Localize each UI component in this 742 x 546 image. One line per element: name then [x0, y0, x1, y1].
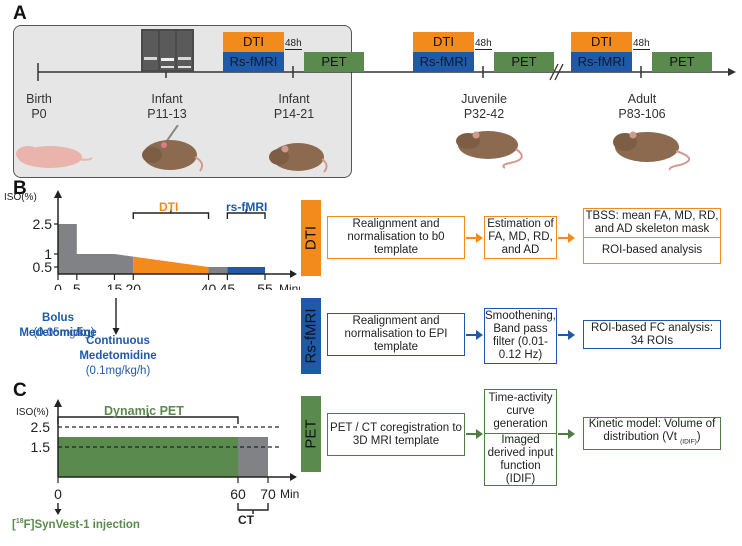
injection-arrowhead	[54, 509, 62, 515]
timepoint-label-adult: Adult P83-106	[618, 92, 666, 121]
x-tick-label: 45	[220, 281, 236, 290]
rsfmri-bracket-label: rs-fMRI	[226, 200, 268, 214]
dti-step-estimation: Estimation of FA, MD, RD, and AD	[484, 216, 557, 259]
x-tick-label: 0	[54, 486, 62, 502]
dynamic-pet-label: Dynamic PET	[104, 404, 184, 418]
continuous-dose-label: (0.1mg/kg/h)	[85, 365, 151, 377]
scan-block-rsfmri: Rs-fMRI	[571, 52, 632, 72]
bar-segment-ct	[238, 437, 268, 477]
ct-bracket	[237, 503, 269, 514]
x-axis-label: Minutes	[280, 487, 300, 501]
flow-arrow	[466, 330, 483, 340]
x-axis-label: Minutes	[279, 282, 300, 290]
pup-icon	[16, 146, 93, 168]
y-tick-label: 2.5	[31, 419, 51, 435]
x-axis-arrowhead	[290, 473, 297, 481]
y-tick-label: 2.5	[33, 216, 53, 232]
pet-step-tac: Time-activity curve generation	[484, 389, 557, 434]
rsfmri-final-roi-fc: ROI-based FC analysis: 34 ROIs	[583, 320, 721, 349]
scan-block-dti: DTI	[571, 32, 632, 52]
scan-block-dti: DTI	[223, 32, 284, 52]
timepoint-label-infant-2: Infant P14-21	[273, 92, 315, 121]
y-axis-label: ISO(%)	[4, 192, 37, 203]
x-tick-label: 5	[73, 281, 81, 290]
y-axis-arrowhead	[54, 399, 62, 407]
timepoint-label-infant-1: Infant P11-13	[147, 92, 187, 121]
scan-block-pet: PET	[494, 52, 554, 72]
x-tick-label: 15	[107, 281, 123, 290]
x-tick-label: 60	[230, 486, 246, 502]
area-segment-induction	[58, 224, 134, 274]
interval-label: 48h	[285, 38, 302, 50]
timeline-arrowhead	[728, 68, 736, 76]
pipeline-label-dti: DTI	[301, 200, 321, 276]
x-tick-label: 40	[201, 281, 217, 290]
x-tick-label: 70	[260, 486, 276, 502]
pet-step-idif: Imaged derived input function (IDIF)	[484, 433, 557, 486]
area-segment-rsfmri	[227, 267, 265, 274]
y-tick-label: 0.5	[33, 259, 53, 275]
scan-block-pet: PET	[652, 52, 712, 72]
y-axis-arrowhead	[54, 190, 62, 198]
scan-block-dti: DTI	[413, 32, 474, 52]
gel-electrophoresis-image	[141, 29, 194, 72]
dynamic-pet-bracket	[57, 413, 239, 424]
flow-arrow	[466, 233, 483, 243]
panel-c-letter: C	[13, 380, 27, 401]
bolus-medetomidine-label: Bolus Medetomidine	[19, 312, 97, 339]
axis-break-icon	[549, 63, 559, 81]
x-tick-label: 55	[257, 281, 273, 290]
x-tick-label: 0	[54, 281, 62, 290]
y-tick-label: 1	[44, 246, 52, 262]
timepoint-label-juvenile: Juvenile P32-42	[461, 92, 507, 121]
pipeline-label-pet: PET	[301, 396, 321, 472]
pet-final-kinetic-model: Kinetic model: Volume of distribution (V…	[583, 417, 721, 450]
injected-mouse-icon	[142, 125, 204, 172]
adult-mouse-icon	[613, 131, 690, 171]
pet-step-coregistration: PET / CT coregistration to 3D MRI templa…	[327, 413, 465, 456]
bar-segment-dynamicpet	[58, 437, 238, 477]
dti-bracket-label: DTI	[159, 200, 179, 214]
timeline-axis	[37, 29, 736, 81]
panel-b-letter: B	[13, 178, 27, 199]
continuous-label-2: Medetomidine	[79, 350, 157, 362]
dti-final-tbss: TBSS: mean FA, MD, RD, and AD skeleton m…	[583, 208, 721, 238]
bolus-dose-label: (0.05mg/kg)	[33, 327, 95, 339]
area-segment-dti	[133, 256, 209, 274]
scan-block-rsfmri: Rs-fMRI	[223, 52, 284, 72]
rsfmri-step-filter: Smoothening, Band pass filter (0.01-0.12…	[484, 308, 557, 364]
x-axis-arrowhead	[290, 270, 297, 278]
area-segment-gap	[208, 267, 228, 274]
dti-final-roi: ROI-based analysis	[583, 237, 721, 264]
interval-label: 48h	[633, 38, 650, 50]
pipeline-label-rsfmri: Rs-fMRI	[301, 298, 321, 374]
ct-label: CT	[238, 513, 254, 527]
y-axis-label: ISO(%)	[16, 407, 49, 418]
dti-step-realignment: Realignment and normalisation to b0 temp…	[327, 216, 465, 259]
scan-block-pet: PET	[304, 52, 364, 72]
juvenile-mouse-icon	[456, 131, 523, 169]
flow-arrow	[466, 429, 483, 439]
animal-illustrations	[16, 125, 690, 173]
continuous-label-1: Continuous	[86, 335, 150, 347]
timepoint-label-birth: Birth P0	[26, 92, 52, 121]
interval-label: 48h	[475, 38, 492, 50]
flow-arrow	[558, 233, 575, 243]
flow-arrow	[558, 429, 575, 439]
anesthesia-chart-pet: ISO(%) 1.5 2.5 0 60 70 Minutes	[16, 399, 300, 515]
y-tick-label: 1.5	[31, 439, 51, 455]
injection-label: [18F]SynVest-1 injection	[12, 518, 140, 531]
x-tick-label: 20	[125, 281, 141, 290]
dti-bracket	[132, 209, 210, 219]
young-mouse-icon	[269, 143, 328, 173]
rsfmri-bracket	[226, 209, 266, 219]
flow-arrow	[558, 330, 575, 340]
rsfmri-step-realignment: Realignment and normalisation to EPI tem…	[327, 313, 465, 356]
panel-a-letter: A	[13, 3, 27, 24]
scan-block-rsfmri: Rs-fMRI	[413, 52, 474, 72]
